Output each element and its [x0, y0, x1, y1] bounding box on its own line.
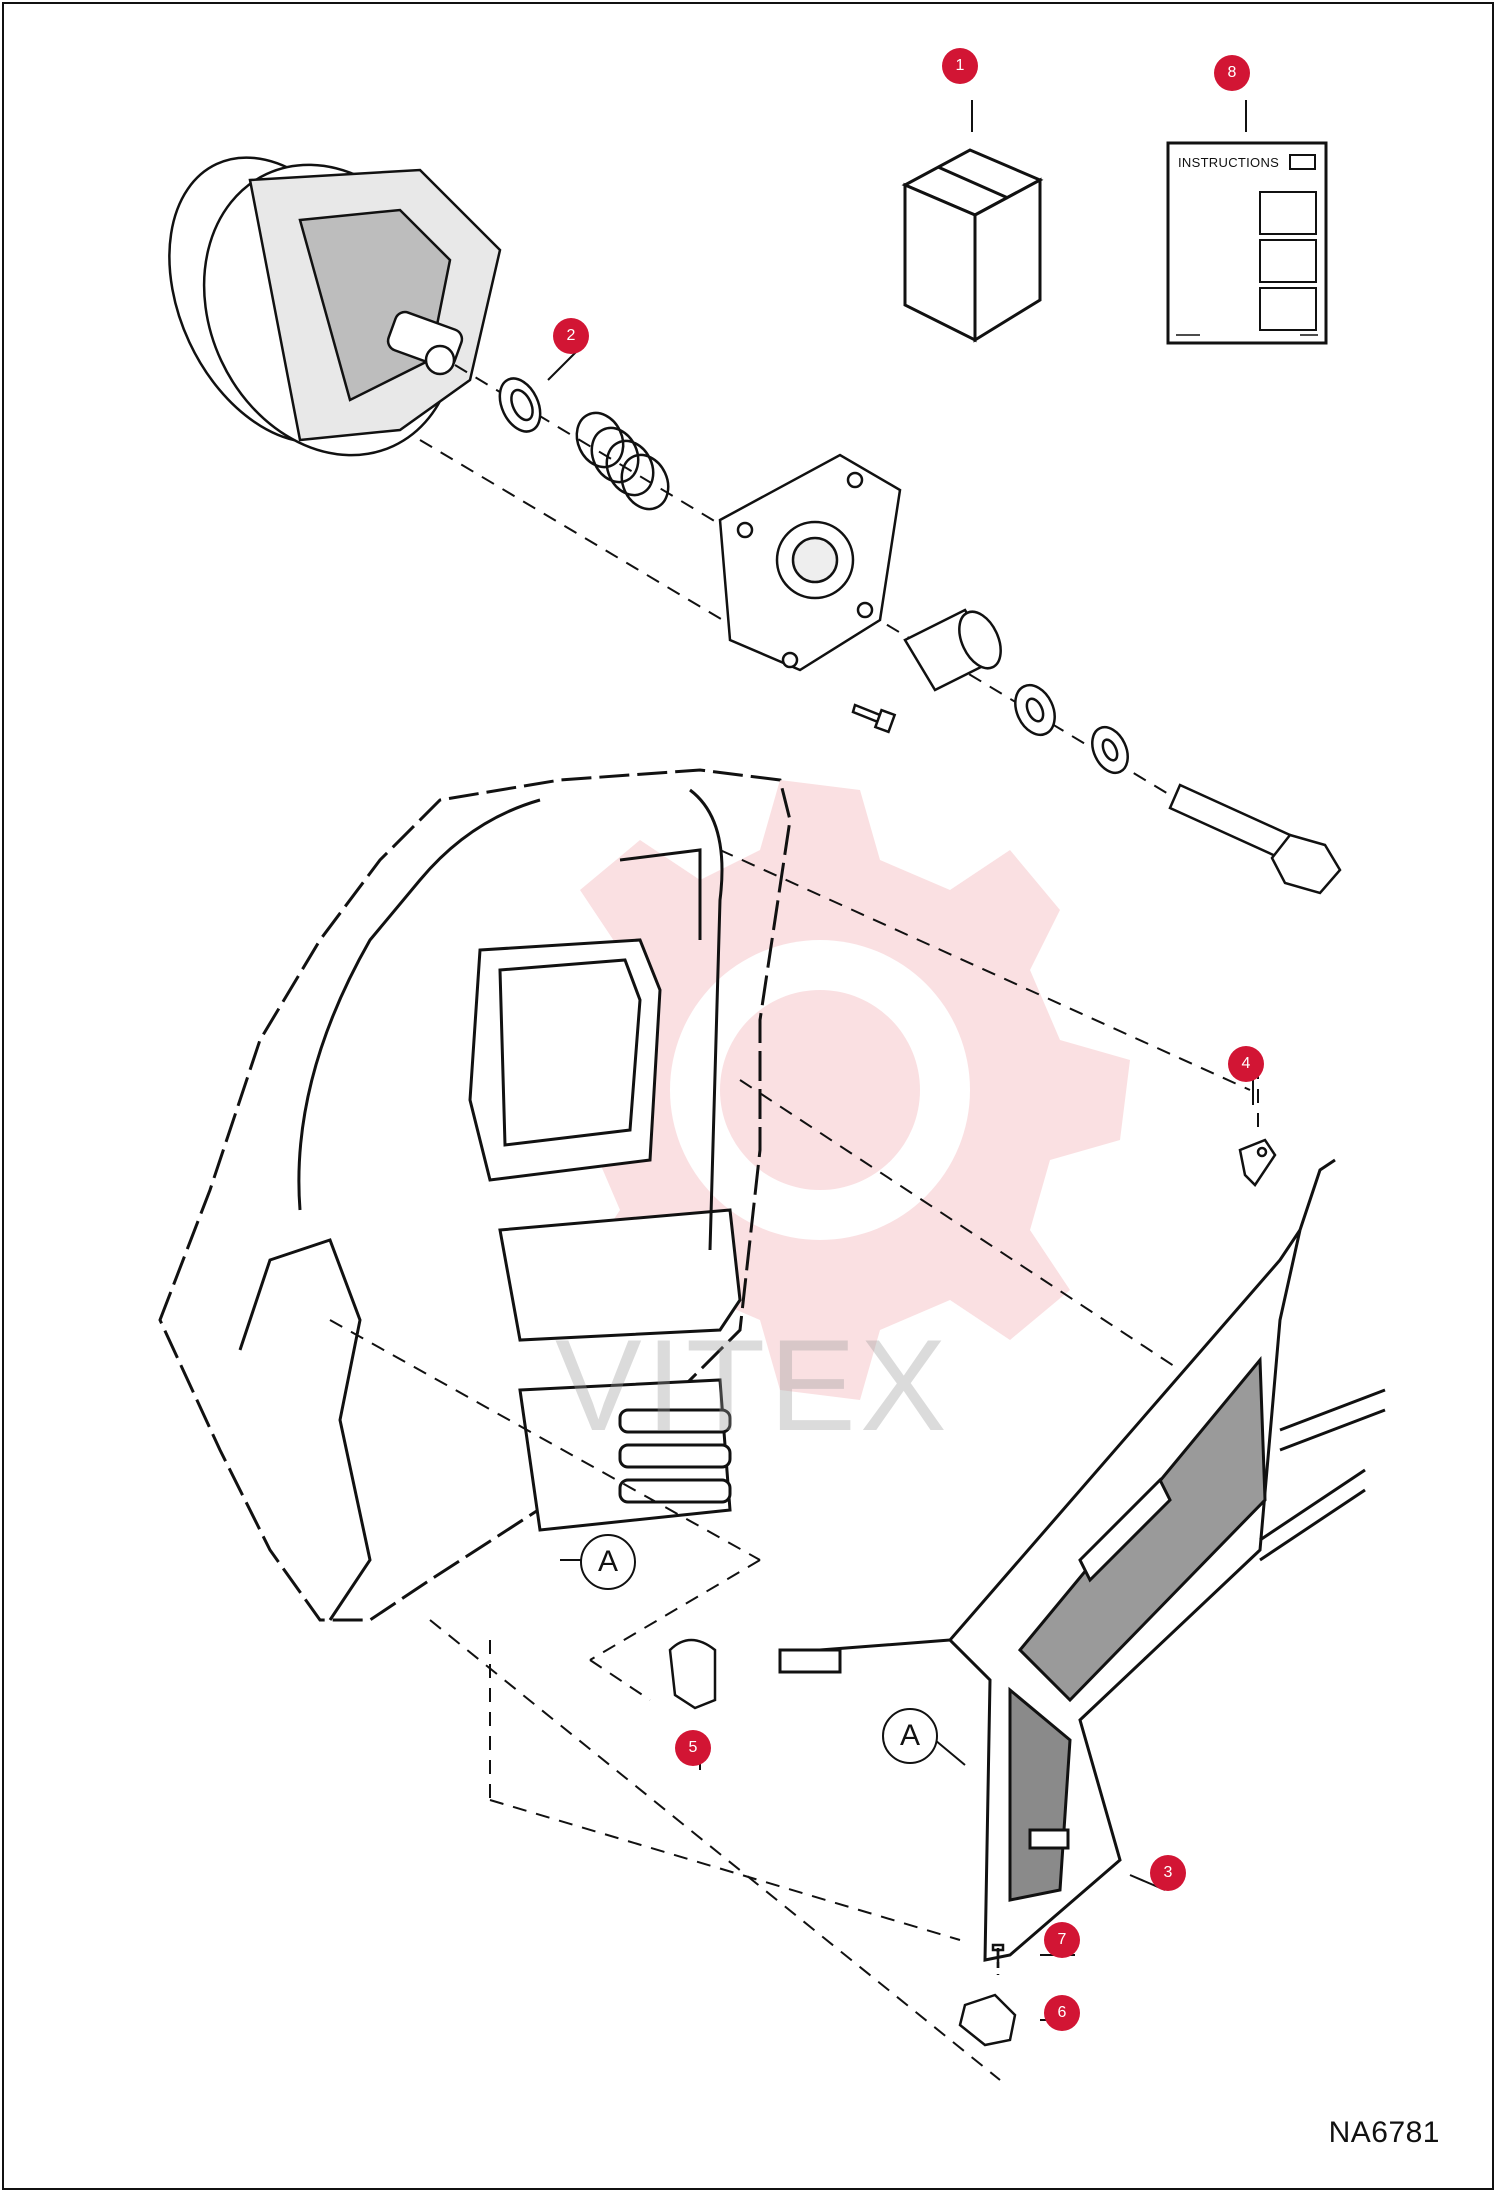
callout-8[interactable]: 8: [1214, 55, 1250, 91]
callout-5[interactable]: 5: [675, 1730, 711, 1766]
clutch-spring: [575, 411, 670, 511]
vehicle-cab: [158, 768, 792, 1622]
washers: [1014, 683, 1129, 775]
large-bolt: [1168, 783, 1342, 895]
door-net: [778, 1158, 1386, 1962]
callout-4[interactable]: 4: [1228, 1046, 1264, 1082]
callout-1[interactable]: 1: [942, 48, 978, 84]
spacer-ring: [498, 377, 542, 433]
box-icon: [901, 148, 1044, 343]
watermark-text: VITEX: [555, 1312, 951, 1458]
latch-clip: [668, 1638, 717, 1710]
detail-marker-a-cab: A: [580, 1534, 636, 1590]
small-bolt: [851, 703, 897, 734]
callout-2[interactable]: 2: [553, 318, 589, 354]
door-clip: [1238, 1138, 1277, 1187]
instructions-label: INSTRUCTIONS: [1178, 155, 1280, 170]
clutch-assembly: [168, 156, 502, 457]
callout-3[interactable]: 3: [1150, 1855, 1186, 1891]
clutch-cover-plate: [718, 453, 902, 672]
document-icon: [1166, 141, 1328, 345]
connection-lines: [329, 849, 1259, 2081]
detail-marker-a-net: A: [882, 1708, 938, 1764]
screw-and-bracket: [958, 1943, 1017, 2047]
callout-7[interactable]: 7: [1044, 1922, 1080, 1958]
bushing: [903, 608, 1002, 692]
callout-6[interactable]: 6: [1044, 1995, 1080, 2031]
figure-id: NA6781: [1328, 2116, 1440, 2149]
